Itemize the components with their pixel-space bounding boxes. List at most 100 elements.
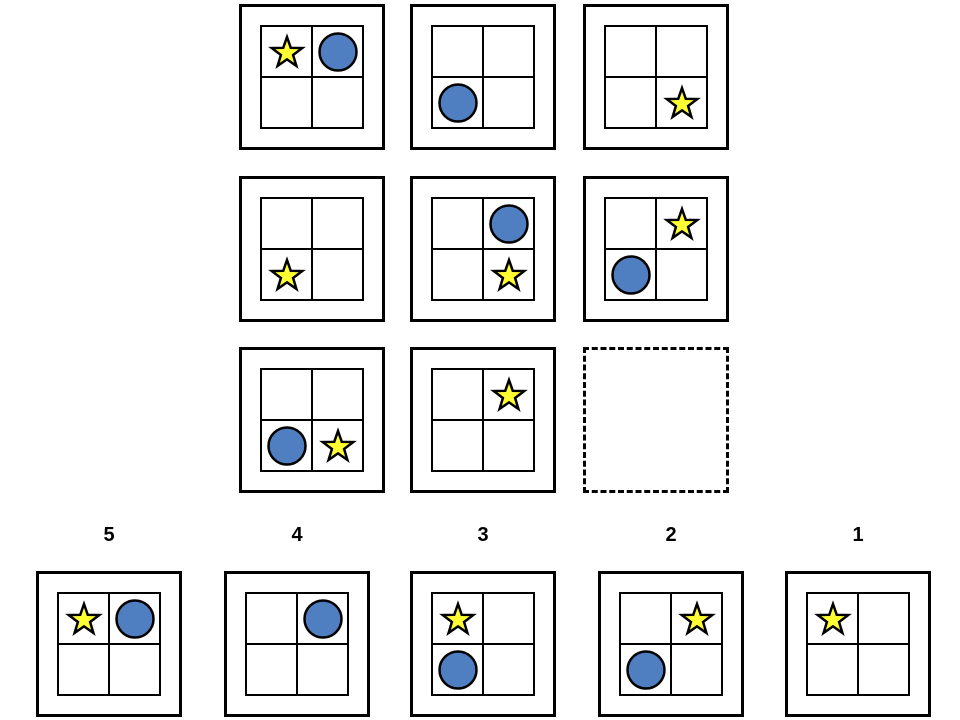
star-icon xyxy=(813,599,852,636)
grid-cell-br xyxy=(312,77,363,128)
star-icon xyxy=(267,255,306,292)
grid-cell-bl xyxy=(620,644,671,695)
grid-cell-tr xyxy=(297,593,348,644)
circle-icon xyxy=(625,649,666,690)
grid-cell-tl xyxy=(605,26,656,77)
star-icon xyxy=(489,375,528,412)
grid-cell-tl xyxy=(246,593,297,644)
grid-cell-bl xyxy=(432,77,483,128)
grid-cell-tr xyxy=(483,369,534,420)
puzzle-panel-r2-c3 xyxy=(583,176,729,322)
grid-cell-br xyxy=(483,644,534,695)
grid-cell-br xyxy=(656,77,707,128)
circle-icon xyxy=(488,203,529,244)
panel-grid xyxy=(431,592,535,696)
grid-cell-tr xyxy=(483,26,534,77)
panel-grid xyxy=(57,592,161,696)
grid-cell-tl xyxy=(432,593,483,644)
grid-cell-bl xyxy=(432,420,483,471)
panel-grid xyxy=(260,368,364,472)
grid-cell-bl xyxy=(432,249,483,300)
answer-option-1[interactable] xyxy=(785,571,931,717)
option-label: 1 xyxy=(852,524,864,546)
panel-grid xyxy=(431,368,535,472)
grid-cell-br xyxy=(656,249,707,300)
circle-icon xyxy=(266,425,307,466)
star-icon xyxy=(438,599,477,636)
grid-cell-bl xyxy=(58,644,109,695)
puzzle-panel-r2-c2 xyxy=(410,176,556,322)
grid-cell-br xyxy=(858,644,909,695)
grid-cell-br xyxy=(671,644,722,695)
option-label: 5 xyxy=(103,524,115,546)
panel-grid xyxy=(604,25,708,129)
grid-cell-br xyxy=(483,77,534,128)
puzzle-panel-r3-c1 xyxy=(239,347,385,493)
grid-cell-tr xyxy=(858,593,909,644)
panel-grid xyxy=(806,592,910,696)
star-icon xyxy=(489,255,528,292)
circle-icon xyxy=(610,254,651,295)
grid-cell-tl xyxy=(807,593,858,644)
grid-cell-tl xyxy=(605,198,656,249)
star-icon xyxy=(677,599,716,636)
grid-cell-br xyxy=(483,420,534,471)
puzzle-panel-r1-c3 xyxy=(583,4,729,150)
panel-grid xyxy=(260,25,364,129)
star-icon xyxy=(267,32,306,69)
grid-cell-tr xyxy=(109,593,160,644)
panel-grid xyxy=(245,592,349,696)
grid-cell-tl xyxy=(261,26,312,77)
answer-option-3[interactable] xyxy=(410,571,556,717)
grid-cell-bl xyxy=(246,644,297,695)
option-label: 2 xyxy=(665,524,677,546)
grid-cell-tl xyxy=(432,26,483,77)
grid-cell-tr xyxy=(312,26,363,77)
grid-cell-bl xyxy=(432,644,483,695)
panel-grid xyxy=(604,197,708,301)
grid-cell-tr xyxy=(671,593,722,644)
circle-icon xyxy=(302,598,343,639)
grid-cell-br xyxy=(312,420,363,471)
option-label: 4 xyxy=(291,524,303,546)
grid-cell-tr xyxy=(483,593,534,644)
grid-cell-tl xyxy=(261,369,312,420)
answer-option-4[interactable] xyxy=(224,571,370,717)
grid-cell-bl xyxy=(261,249,312,300)
grid-cell-br xyxy=(297,644,348,695)
panel-grid xyxy=(619,592,723,696)
grid-cell-tl xyxy=(58,593,109,644)
grid-cell-tl xyxy=(620,593,671,644)
answer-option-2[interactable] xyxy=(598,571,744,717)
star-icon xyxy=(64,599,103,636)
grid-cell-bl xyxy=(605,77,656,128)
panel-grid xyxy=(431,25,535,129)
puzzle-panel-r2-c1 xyxy=(239,176,385,322)
grid-cell-tr xyxy=(312,369,363,420)
star-icon xyxy=(662,204,701,241)
panel-grid xyxy=(431,197,535,301)
missing-panel-placeholder xyxy=(583,347,729,493)
star-icon xyxy=(662,83,701,120)
grid-cell-bl xyxy=(605,249,656,300)
grid-cell-tl xyxy=(261,198,312,249)
puzzle-panel-r3-c2 xyxy=(410,347,556,493)
grid-cell-tr xyxy=(656,198,707,249)
grid-cell-tr xyxy=(656,26,707,77)
star-icon xyxy=(318,426,357,463)
grid-cell-bl xyxy=(261,77,312,128)
grid-cell-br xyxy=(109,644,160,695)
option-label: 3 xyxy=(477,524,489,546)
grid-cell-bl xyxy=(807,644,858,695)
grid-cell-br xyxy=(312,249,363,300)
grid-cell-tr xyxy=(312,198,363,249)
circle-icon xyxy=(437,649,478,690)
circle-icon xyxy=(437,82,478,123)
grid-cell-br xyxy=(483,249,534,300)
grid-cell-tl xyxy=(432,198,483,249)
puzzle-panel-r1-c2 xyxy=(410,4,556,150)
circle-icon xyxy=(114,598,155,639)
answer-option-5[interactable] xyxy=(36,571,182,717)
circle-icon xyxy=(317,31,358,72)
grid-cell-tr xyxy=(483,198,534,249)
